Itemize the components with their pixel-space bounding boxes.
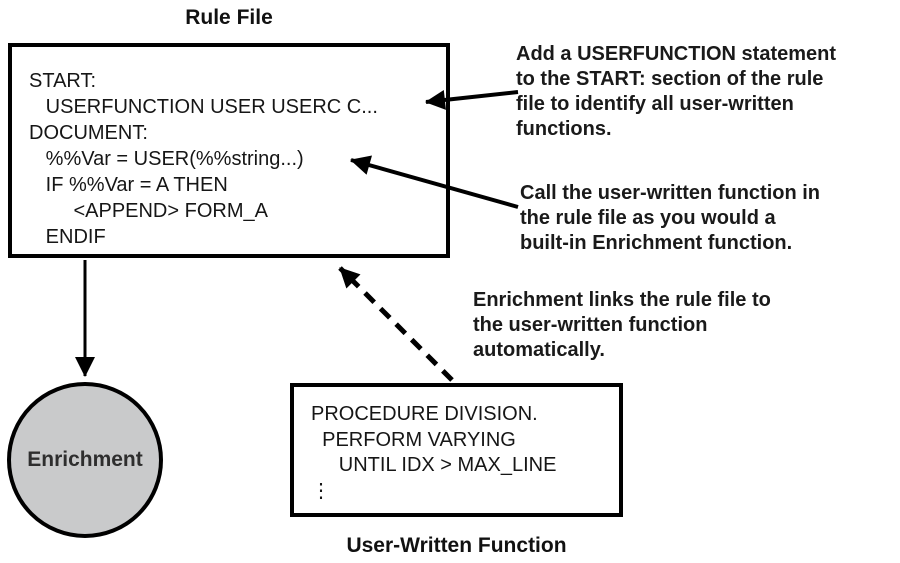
rule-file-box [8,43,450,258]
rule-file-code: START: USERFUNCTION USER USERC C... DOCU… [29,70,378,248]
rule-file-title: Rule File [185,6,273,29]
user-written-function-caption: User-Written Function [346,534,567,557]
annotation-add-userfunction: Add a USERFUNCTION statement to the STAR… [516,43,837,140]
enrichment-label: Enrichment [27,448,143,471]
annotation-call-function: Call the user-written function in the ru… [520,182,821,254]
user-written-function-code: PROCEDURE DIVISION. PERFORM VARYING UNTI… [311,403,557,502]
enrichment-circle: Enrichment [7,382,163,538]
dashed-arrow-userfunction-to-rulefile [338,266,454,382]
user-written-function-box [290,383,623,517]
annotation-links-automatically: Enrichment links the rule file to the us… [473,289,771,361]
